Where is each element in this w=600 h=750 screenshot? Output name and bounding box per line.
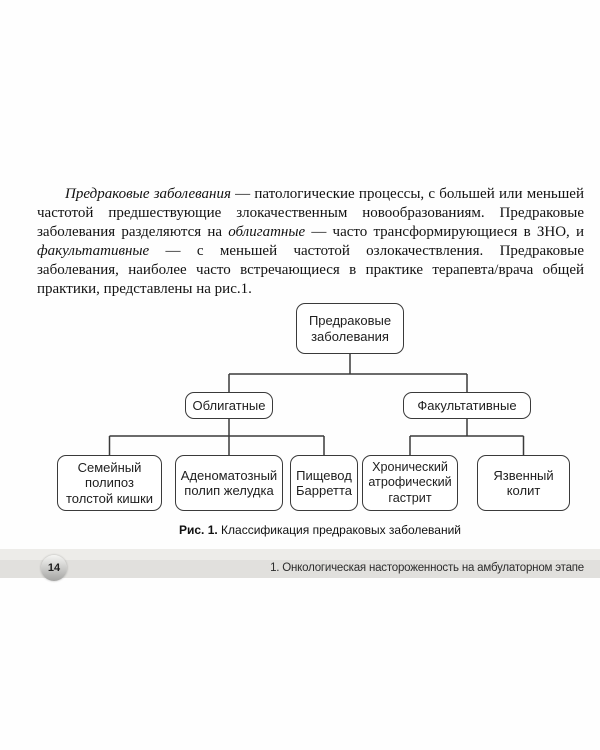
figure-caption: Рис. 1. Классификация предраковых заболе… [40, 523, 600, 537]
running-chapter-title: 1. Онкологическая настороженность на амб… [270, 562, 584, 574]
flowchart-leaf-barrett-esophagus: Пищевод Барретта [290, 455, 358, 511]
paragraph-run: — часто трансформирующиеся в ЗНО, и [305, 224, 584, 240]
footer-band-light [0, 549, 600, 560]
footer-band-dark [0, 560, 600, 578]
flowchart-leaf-ulcerative-colitis: Язвенный колит [477, 455, 570, 511]
page-number-badge: 14 [41, 555, 67, 581]
intro-paragraph: Предраковые заболевания — патологические… [37, 185, 584, 299]
flowchart-leaf-atrophic-gastritis: Хронический атрофический гастрит [362, 455, 458, 511]
figure-caption-text: Классификация предраковых заболеваний [217, 523, 461, 537]
paragraph-run-italic: факультативные [37, 243, 150, 259]
paragraph-run: — с меньшей частотой озлокачествления. П… [37, 243, 584, 297]
flowchart-leaf-adenomatous-polyp: Аденоматозный полип желудка [175, 455, 283, 511]
paragraph-run-italic: облигатные [228, 224, 306, 240]
flowchart-node-obligate: Облигатные [185, 392, 273, 419]
flowchart-leaf-familial-polyposis: Семейный полипоз толстой кишки [57, 455, 162, 511]
figure-caption-label: Рис. 1. [178, 523, 218, 537]
flowchart-node-root: Предраковые заболевания [296, 303, 404, 354]
paragraph-run-italic: Предраковые заболевания [65, 186, 231, 202]
paragraph-run: — патологические процессы, с большей или… [37, 186, 584, 240]
flowchart-node-facultative: Факультативные [403, 392, 531, 419]
